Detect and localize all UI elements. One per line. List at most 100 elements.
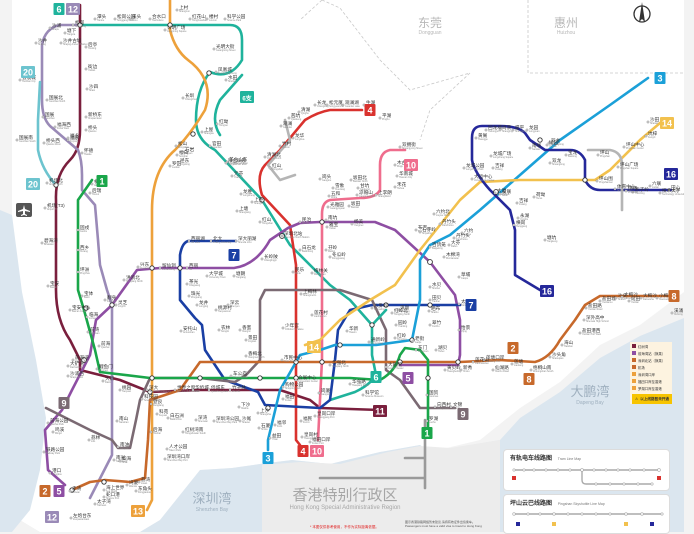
- line-badge-13[interactable]: 13: [131, 505, 145, 517]
- station-dot[interactable]: [101, 379, 105, 383]
- station-dot[interactable]: [45, 181, 49, 185]
- line-6-east-path[interactable]: [370, 308, 388, 327]
- station-dot[interactable]: [414, 348, 418, 352]
- station-dot[interactable]: [347, 204, 351, 208]
- station-dot[interactable]: [76, 248, 80, 252]
- station-dot[interactable]: [281, 397, 285, 401]
- station-dot[interactable]: [34, 41, 38, 45]
- station-dot[interactable]: [84, 128, 88, 132]
- station-dot[interactable]: [331, 186, 335, 190]
- station-dot[interactable]: [88, 191, 92, 195]
- station-dot[interactable]: [324, 248, 328, 252]
- station-dot[interactable]: [616, 165, 620, 169]
- station-dot[interactable]: [134, 489, 138, 493]
- line-1-path[interactable]: [76, 178, 430, 432]
- line-10-path[interactable]: [316, 148, 407, 442]
- station-dot[interactable]: [71, 358, 75, 362]
- station-dot[interactable]: [173, 388, 177, 392]
- transfer-station-gongming-square[interactable]: [167, 22, 173, 28]
- station-dot[interactable]: [194, 418, 198, 422]
- station-dot[interactable]: [212, 419, 216, 423]
- station-dot[interactable]: [324, 218, 328, 222]
- station-dot[interactable]: [244, 338, 248, 342]
- station-dot[interactable]: [560, 343, 564, 347]
- station-dot[interactable]: [622, 145, 626, 149]
- station-dot[interactable]: [443, 368, 447, 372]
- station-dot[interactable]: [80, 151, 84, 155]
- station-dot[interactable]: [639, 296, 643, 300]
- station-dot[interactable]: [53, 125, 57, 129]
- station-dot[interactable]: [209, 239, 213, 243]
- station-dot[interactable]: [84, 45, 88, 49]
- station-dot[interactable]: [474, 136, 478, 140]
- station-dot[interactable]: [313, 414, 317, 418]
- station-dot[interactable]: [41, 115, 45, 119]
- station-dot[interactable]: [532, 195, 536, 199]
- station-dot[interactable]: [278, 144, 282, 148]
- station-dot[interactable]: [163, 28, 167, 32]
- transfer-station-guomao[interactable]: [425, 375, 431, 381]
- station-dot[interactable]: [447, 243, 451, 247]
- station-dot[interactable]: [51, 430, 55, 434]
- station-dot[interactable]: [328, 363, 332, 367]
- transfer-station-bagualing[interactable]: [369, 322, 375, 328]
- station-dot[interactable]: [297, 110, 301, 114]
- station-dot[interactable]: [298, 248, 302, 252]
- station-dot[interactable]: [250, 200, 254, 204]
- station-dot[interactable]: [484, 128, 488, 132]
- station-dot[interactable]: [97, 344, 101, 348]
- station-dot[interactable]: [48, 26, 52, 30]
- station-dot[interactable]: [310, 271, 314, 275]
- station-dot[interactable]: [491, 166, 495, 170]
- station-dot[interactable]: [258, 220, 262, 224]
- station-dot[interactable]: [620, 295, 624, 299]
- transfer-station-hongshan[interactable]: [259, 197, 265, 203]
- station-dot[interactable]: [137, 480, 141, 484]
- station-dot[interactable]: [46, 421, 50, 425]
- station-dot[interactable]: [185, 282, 189, 286]
- station-dot[interactable]: [128, 17, 132, 21]
- station-dot[interactable]: [239, 192, 243, 196]
- station-dot[interactable]: [291, 270, 295, 274]
